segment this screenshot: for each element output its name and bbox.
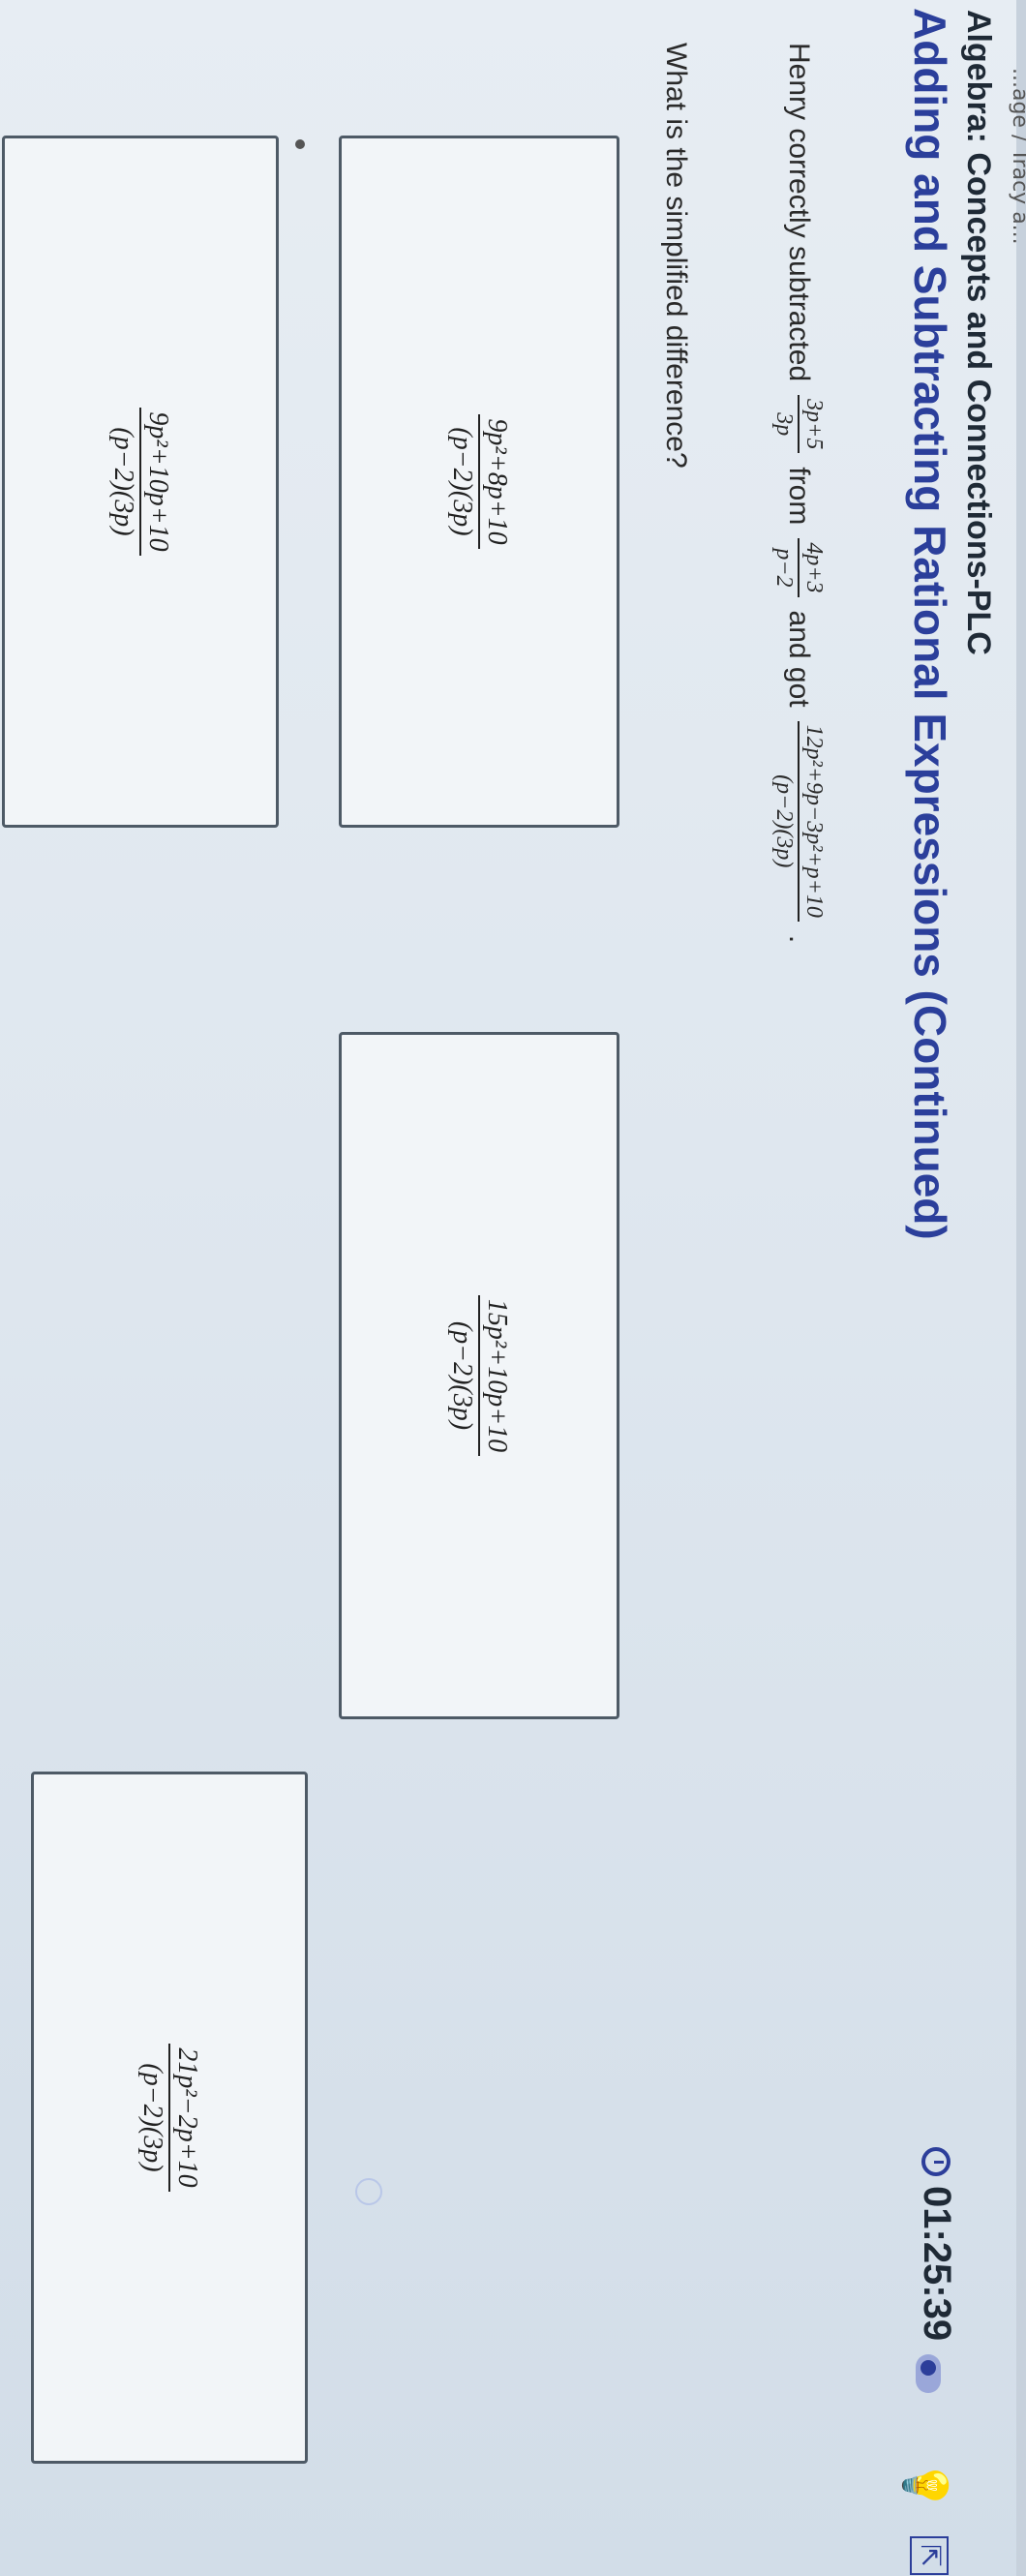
collapse-arrow-icon[interactable]: ⇱ [910,2536,949,2575]
answer-option-2[interactable]: 15p²+10p+10 (p−2)(3p) [339,1032,619,1719]
question-and-got: and got [783,610,816,708]
fraction-1: 3p+5 3p [770,395,828,454]
option-4-radio[interactable] [355,2178,382,2205]
timer-icon [921,2147,951,2176]
timer-value: 01:25:39 [916,2186,958,2342]
toggle-switch[interactable] [916,2354,941,2393]
question-intro: Henry correctly subtracted [783,43,816,382]
question-text: Henry correctly subtracted 3p+5 3p from … [770,43,828,943]
timer: 01:25:39 [915,2147,958,2341]
lesson-title: Adding and Subtracting Rational Expressi… [905,8,955,1240]
answer-option-4[interactable]: 21p²−2p+10 (p−2)(3p) [31,1772,308,2464]
option-1-marker [295,139,305,149]
course-title: Algebra: Concepts and Connections-PLC [960,10,997,655]
option-1-fraction: 9p²+8p+10 (p−2)(3p) [445,414,513,549]
answer-option-1[interactable]: 9p²+8p+10 (p−2)(3p) [339,136,619,828]
top-strip-text: ...age / Tracy a... [1008,68,1026,245]
fraction-2: 4p+3 p−2 [770,538,828,597]
option-3-fraction: 9p²+10p+10 (p−2)(3p) [106,408,174,556]
top-strip [1016,0,1026,2576]
answer-option-3[interactable]: 9p²+10p+10 (p−2)(3p) [2,136,279,828]
question-prompt: What is the simplified difference? [660,43,692,469]
option-4-fraction: 21p²−2p+10 (p−2)(3p) [136,2044,203,2192]
fraction-3: 12p²+9p−3p²+p+10 (p−2)(3p) [770,720,828,922]
option-2-fraction: 15p²+10p+10 (p−2)(3p) [445,1294,513,1457]
hint-bulb-icon[interactable]: 💡 [900,2459,950,2512]
question-from: from [783,467,816,526]
question-period: . [783,934,816,944]
